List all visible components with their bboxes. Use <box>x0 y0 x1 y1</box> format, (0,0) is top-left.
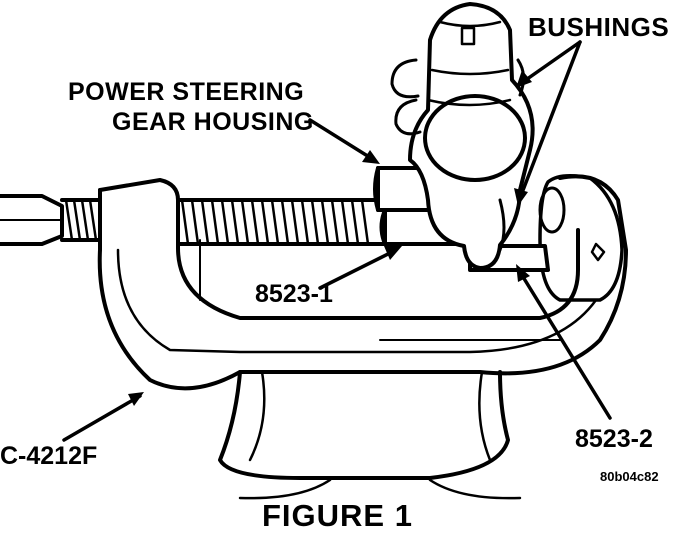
press-jaw <box>538 174 624 302</box>
leader-power-steering <box>308 118 376 162</box>
figure-caption: FIGURE 1 <box>262 498 413 533</box>
label-8523-2: 8523-2 <box>575 425 653 453</box>
label-gear-housing: GEAR HOUSING <box>112 108 314 136</box>
label-power-steering: POWER STEERING <box>68 78 305 106</box>
leader-c4212f <box>62 394 142 442</box>
arrowheads <box>128 70 532 406</box>
leader-8523-1 <box>318 248 398 290</box>
gear-housing <box>373 2 535 270</box>
image-code: 80b04c82 <box>600 469 659 484</box>
leader-8523-2 <box>518 270 612 420</box>
press-screw-handle <box>0 194 64 246</box>
label-c4212f: C-4212F <box>0 442 98 470</box>
leader-bushing-top <box>518 40 582 86</box>
label-8523-1: 8523-1 <box>255 280 333 308</box>
leader-bushing-lower <box>518 40 582 200</box>
press-threaded-screw <box>60 198 387 246</box>
press-base <box>218 370 522 500</box>
leader-arrows <box>62 40 612 442</box>
label-bushings: BUSHINGS <box>528 12 670 42</box>
